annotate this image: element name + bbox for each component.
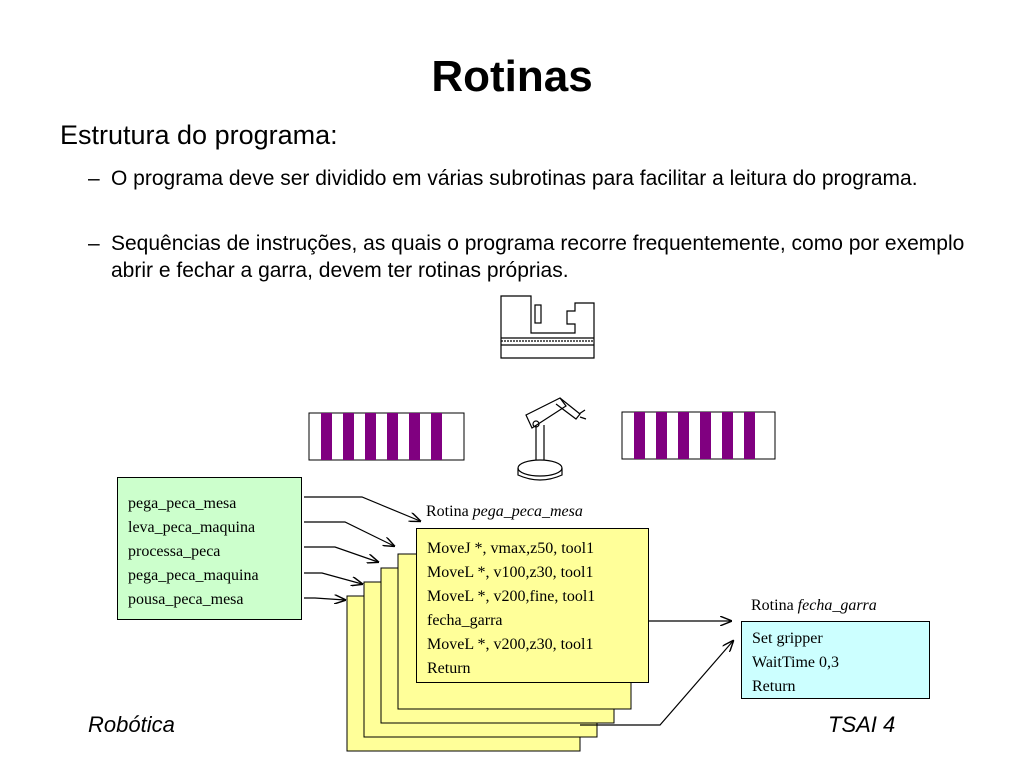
machine-icon <box>500 295 595 359</box>
code-line: WaitTime 0,3 <box>752 654 840 671</box>
main-bullet: Estrutura do programa: <box>60 120 338 150</box>
routine-item: leva_peca_maquina <box>128 519 256 536</box>
conveyor-left-icon <box>308 412 465 461</box>
gripper-caption: Rotina fecha_garra <box>751 597 877 615</box>
sub-bullet-2-text: Sequências de instruções, as quais o pro… <box>111 232 965 282</box>
sub-bullet-1-text: O programa deve ser dividido em várias s… <box>111 167 918 190</box>
gripper-code-box: Set gripper WaitTime 0,3 Return <box>741 621 930 699</box>
routine-item: pousa_peca_mesa <box>128 591 244 608</box>
code-line: Set gripper <box>752 630 823 647</box>
code-line: fecha_garra <box>427 612 503 629</box>
footer-left: Robótica <box>88 712 175 737</box>
conveyor-right-icon <box>621 411 776 460</box>
routine-list-box: pega_peca_mesa leva_peca_maquina process… <box>117 477 302 620</box>
sub-bullet-2: – Sequências de instruções, as quais o p… <box>88 230 988 284</box>
routine-item: pega_peca_maquina <box>128 567 259 584</box>
routine-item: processa_peca <box>128 543 221 560</box>
code-line: MoveL *, v100,z30, tool1 <box>427 564 594 581</box>
dash-marker: – <box>88 232 100 255</box>
routine-caption-name: pega_peca_mesa <box>472 503 583 520</box>
gripper-caption-prefix: Rotina <box>751 597 794 614</box>
routine-caption-prefix: Rotina <box>426 503 469 520</box>
code-line: MoveJ *, vmax,z50, tool1 <box>427 540 595 557</box>
routine-code-box: MoveJ *, vmax,z50, tool1 MoveL *, v100,z… <box>416 528 649 683</box>
slide-title: Rotinas <box>431 52 593 101</box>
code-line: MoveL *, v200,z30, tool1 <box>427 636 594 653</box>
gripper-caption-name: fecha_garra <box>797 597 877 614</box>
dash-marker: – <box>88 167 100 190</box>
robot-arm-icon <box>517 397 587 481</box>
routine-caption: Rotina pega_peca_mesa <box>426 503 583 521</box>
routine-item: pega_peca_mesa <box>128 495 237 512</box>
footer-right: TSAI 4 <box>828 712 896 737</box>
routine-arrows <box>304 496 420 600</box>
code-line: Return <box>427 660 471 677</box>
code-line: Return <box>752 678 796 695</box>
sub-bullet-1: – O programa deve ser dividido em várias… <box>88 165 988 192</box>
code-line: MoveL *, v200,fine, tool1 <box>427 588 596 605</box>
